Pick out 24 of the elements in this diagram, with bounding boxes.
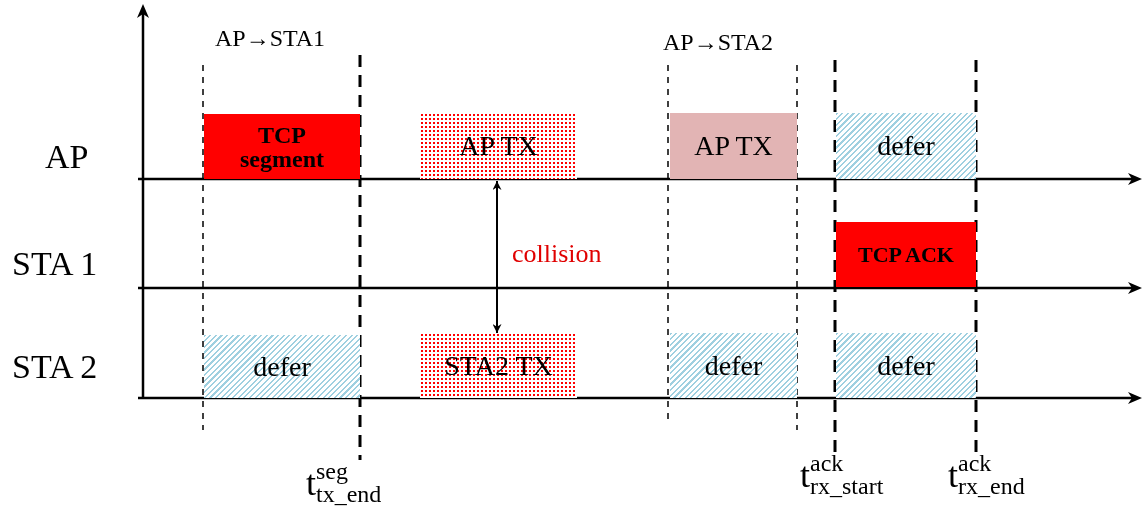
block-label: defer: [704, 351, 763, 380]
block-label: TCP segment: [239, 122, 325, 171]
row-label: STA 2: [12, 348, 98, 386]
block-label: AP TX: [459, 132, 538, 160]
defer-block: [670, 333, 797, 398]
block-label: defer: [877, 351, 935, 380]
block-label: AP TX: [694, 132, 773, 160]
block-label: STA2 TX: [444, 351, 553, 380]
row-label: AP: [45, 138, 89, 176]
defer-block: [204, 335, 360, 398]
direction-label: AP→STA2: [663, 29, 774, 56]
row-label: STA 1: [12, 245, 98, 283]
segment-block: [204, 114, 360, 179]
transmission-block: [670, 113, 797, 179]
block-label: defer: [253, 352, 311, 381]
defer-block: [836, 333, 976, 398]
ack-block: [836, 222, 976, 287]
collision-arrow: [492, 180, 502, 334]
transmission-block: [420, 333, 577, 398]
block-label: defer: [877, 132, 935, 160]
direction-label: AP→STA1: [215, 25, 326, 52]
transmission-block: [420, 113, 577, 179]
block-label: TCP ACK: [857, 243, 955, 266]
defer-block: [836, 113, 976, 179]
